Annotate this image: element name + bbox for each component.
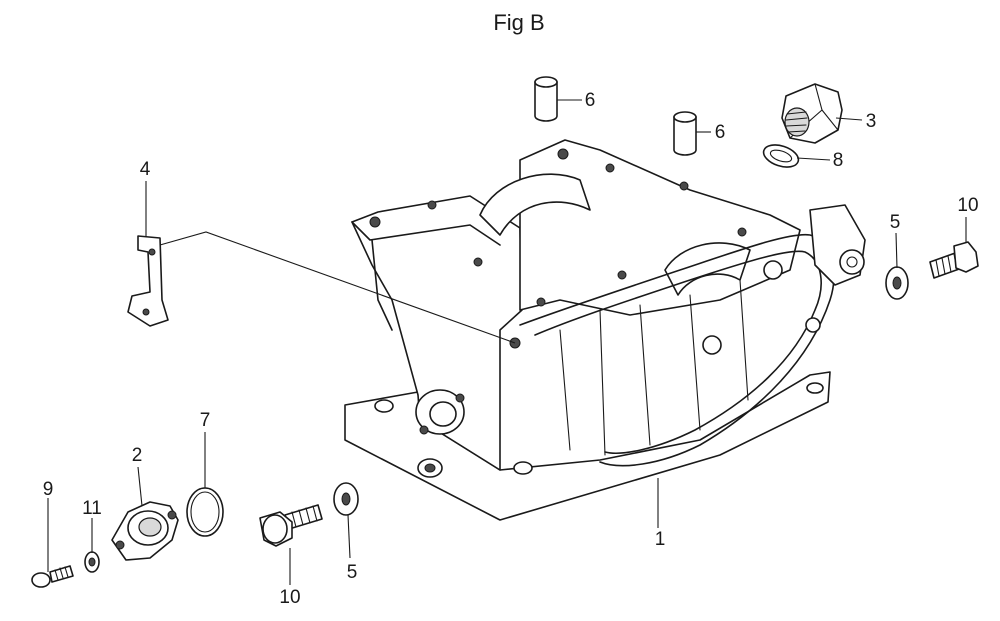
o-ring-part-7 bbox=[186, 487, 224, 537]
flange-bolt-part-10-lower bbox=[259, 504, 323, 547]
flange-bolt-part-10-right bbox=[929, 241, 979, 279]
figure-title: Fig B bbox=[493, 10, 544, 35]
dowel-pin-part-6b bbox=[673, 111, 697, 156]
callout-5a: 5 bbox=[890, 212, 901, 233]
callout-10a: 10 bbox=[957, 195, 978, 216]
oil-filler-plug-part-3 bbox=[781, 83, 843, 144]
sealing-washer-part-8 bbox=[762, 144, 800, 168]
callout-6a: 6 bbox=[585, 90, 596, 111]
bracket-part-4 bbox=[127, 235, 169, 327]
washer-part-5-lower bbox=[333, 482, 359, 516]
bolt-part-9 bbox=[31, 565, 74, 588]
callout-10b: 10 bbox=[279, 587, 300, 608]
callout-9: 9 bbox=[43, 479, 54, 500]
callout-5b: 5 bbox=[347, 562, 358, 583]
callout-2: 2 bbox=[132, 445, 143, 466]
callout-1: 1 bbox=[655, 529, 666, 550]
crankcase-part-1 bbox=[344, 139, 866, 521]
callout-11: 11 bbox=[82, 498, 102, 519]
leader-lines bbox=[47, 99, 967, 585]
callout-8: 8 bbox=[833, 150, 844, 171]
dowel-pin-part-6a bbox=[534, 76, 558, 122]
callout-6b: 6 bbox=[715, 122, 726, 143]
washer-part-11 bbox=[84, 551, 100, 573]
cover-plate-part-2 bbox=[111, 501, 179, 561]
callout-4: 4 bbox=[140, 159, 151, 180]
callout-3: 3 bbox=[866, 111, 877, 132]
callout-labels: 1 2 3 4 5 5 6 6 7 8 9 10 10 11 bbox=[43, 90, 979, 608]
callout-7: 7 bbox=[200, 410, 211, 431]
washer-part-5-right bbox=[885, 266, 909, 300]
